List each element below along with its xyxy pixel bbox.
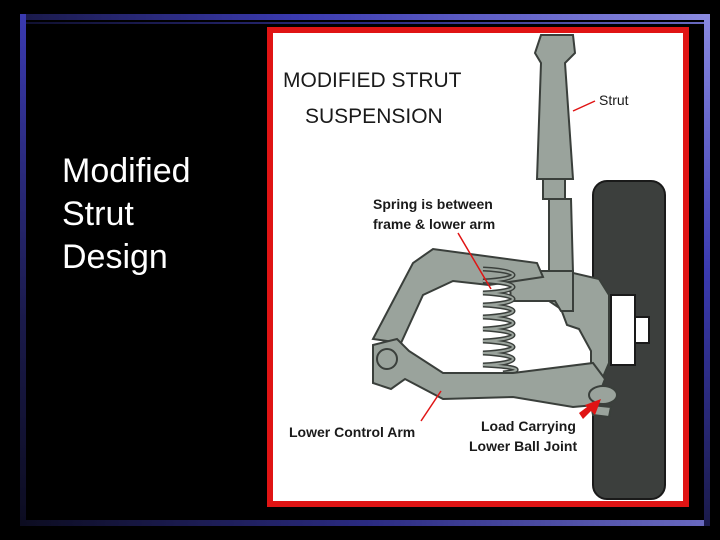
- ball-joint-arrow: [579, 399, 601, 419]
- suspension-diagram-svg: MODIFIED STRUT SUSPENSION: [283, 34, 666, 500]
- strut-collar-shape: [542, 178, 566, 200]
- lower-control-arm-label: Lower Control Arm: [289, 424, 415, 440]
- arm-pivot-bushing-shape: [376, 348, 398, 370]
- wheel-hub-cap-shape: [634, 316, 650, 344]
- right-accent-bar: [704, 14, 710, 526]
- slide-title-line-3: Design: [62, 238, 168, 276]
- lower-control-arm-shape: [372, 337, 607, 409]
- slide-title-line-2: Strut: [62, 195, 134, 233]
- ball-joint-label-line-2: Lower Ball Joint: [469, 438, 577, 454]
- bottom-accent-bar: [20, 520, 710, 526]
- diagram-heading-line-1: MODIFIED STRUT: [283, 69, 462, 92]
- slide-title-line-1: Modified: [62, 152, 191, 190]
- left-accent-bar: [20, 14, 26, 526]
- suspension-diagram: MODIFIED STRUT SUSPENSION: [273, 33, 683, 501]
- spring-leader-line: [457, 232, 492, 290]
- strut-leader-line: [572, 100, 596, 112]
- ball-joint-shape: [588, 385, 618, 405]
- slide-title: Modified Strut Design: [62, 150, 252, 279]
- strut-upper-tube-shape: [533, 34, 577, 180]
- diagram-heading-line-2: SUSPENSION: [305, 105, 443, 128]
- top-accent-line: [20, 22, 710, 24]
- strut-label: Strut: [599, 92, 629, 108]
- top-accent-bar: [20, 14, 710, 20]
- ball-joint-label-line-1: Load Carrying: [481, 418, 576, 434]
- spring-label-line-1: Spring is between: [373, 196, 493, 212]
- control-arm-leader-line: [420, 390, 442, 422]
- coil-spring-highlight: [482, 268, 518, 374]
- spring-label-line-2: frame & lower arm: [373, 216, 495, 232]
- wheel-hub-shape: [610, 294, 636, 366]
